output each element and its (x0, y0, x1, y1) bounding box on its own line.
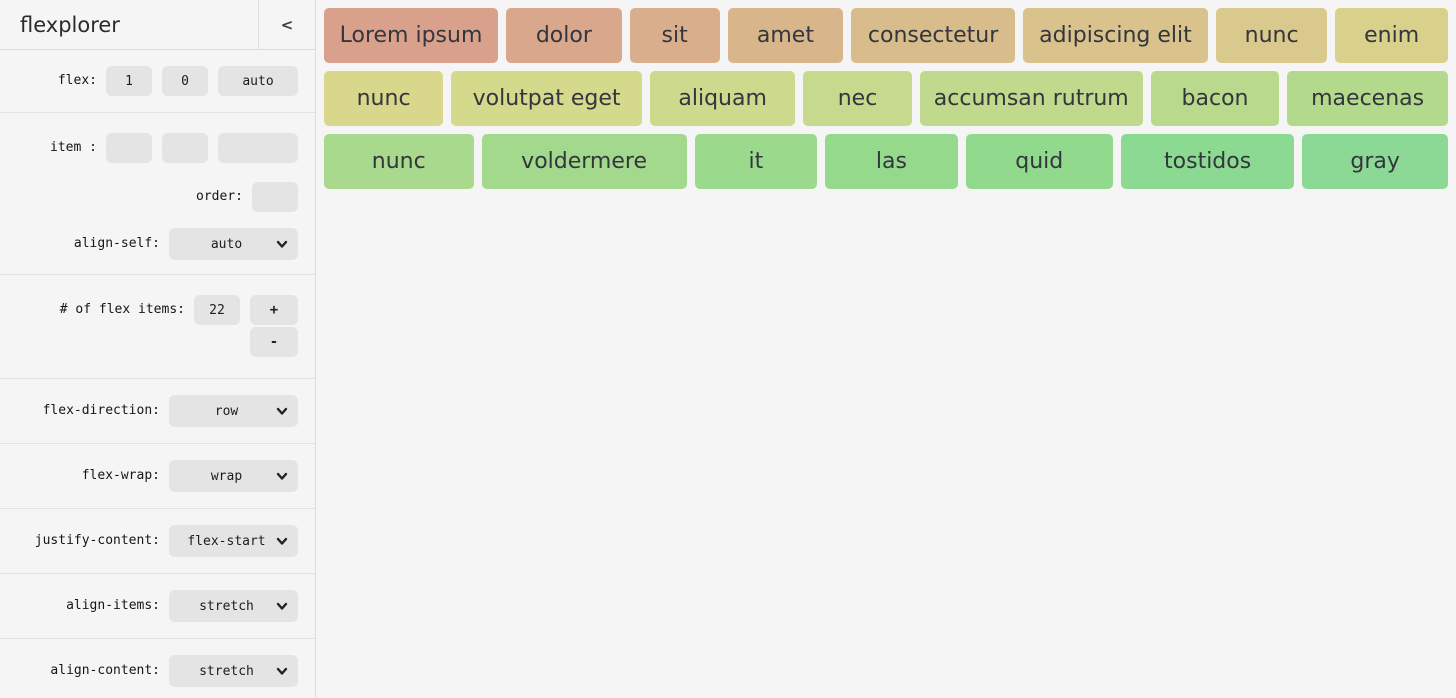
flex-count-label: # of flex items: (59, 302, 185, 317)
flex-wrap-section: flex-wrap: wrap (0, 444, 315, 509)
flex-label: flex: (57, 73, 97, 88)
flex-count-section: # of flex items: + - (0, 275, 315, 379)
align-items-section: align-items: stretch (0, 574, 315, 639)
flex-item[interactable]: bacon (1150, 71, 1280, 126)
justify-content-label: justify-content: (34, 533, 160, 548)
flex-shrink-input[interactable] (162, 66, 208, 96)
flex-direction-label: flex-direction: (42, 403, 160, 418)
flex-item[interactable]: volutpat eget (451, 71, 642, 126)
justify-content-section: justify-content: flex-start (0, 509, 315, 574)
app-title: flexplorer (20, 12, 120, 37)
align-content-value: stretch (199, 663, 254, 679)
sidebar: flexplorer < flex: item : order: align-s… (0, 0, 316, 698)
count-stepper: + - (250, 295, 298, 357)
order-label: order: (196, 189, 243, 204)
flex-item[interactable]: amet (727, 8, 844, 63)
flex-wrap-value: wrap (210, 468, 243, 484)
chevron-down-icon (276, 472, 288, 480)
align-content-select[interactable]: stretch (169, 655, 298, 687)
chevron-down-icon (276, 407, 288, 415)
flex-item[interactable]: nunc (1216, 8, 1328, 63)
item-flex-basis-input[interactable] (218, 133, 298, 163)
flex-item[interactable]: voldermere (481, 134, 687, 189)
flex-item[interactable]: maecenas (1287, 71, 1448, 126)
flex-direction-value: row (214, 403, 239, 419)
align-items-label: align-items: (66, 598, 160, 613)
increment-button[interactable]: + (250, 295, 298, 325)
chevron-down-icon (276, 667, 288, 675)
flex-item[interactable]: aliquam (649, 71, 796, 126)
align-items-select[interactable]: stretch (169, 590, 298, 622)
item-section: item : order: align-self: auto (0, 113, 315, 275)
chevron-down-icon (276, 602, 288, 610)
chevron-left-icon: < (280, 15, 294, 34)
align-self-value: auto (210, 236, 243, 252)
flex-direction-section: flex-direction: row (0, 379, 315, 444)
justify-content-select[interactable]: flex-start (169, 525, 298, 557)
flex-item[interactable]: adipiscing elit (1022, 8, 1208, 63)
item-label: item : (50, 140, 97, 155)
flex-item[interactable]: enim (1335, 8, 1449, 63)
flex-direction-select[interactable]: row (169, 395, 298, 427)
flex-item[interactable]: sit (629, 8, 720, 63)
chevron-down-icon (276, 537, 288, 545)
flex-basis-input[interactable] (218, 66, 298, 96)
flex-item[interactable]: las (825, 134, 958, 189)
flex-wrap-label: flex-wrap: (81, 468, 160, 483)
flex-item[interactable]: consectetur (851, 8, 1015, 63)
flex-item[interactable]: accumsan rutrum (919, 71, 1143, 126)
order-input[interactable] (252, 182, 298, 212)
decrement-button[interactable]: - (250, 327, 298, 357)
align-content-label: align-content: (50, 663, 160, 678)
flex-item[interactable]: Lorem ipsum (324, 8, 498, 63)
align-content-section: align-content: stretch (0, 639, 315, 698)
flex-item[interactable]: nunc (324, 71, 444, 126)
align-items-value: stretch (199, 598, 254, 614)
sidebar-collapse-button[interactable]: < (258, 0, 315, 49)
flex-section: flex: (0, 50, 315, 113)
flex-item[interactable]: dolor (506, 8, 622, 63)
flex-item[interactable]: tostidos (1120, 134, 1295, 189)
item-flex-shrink-input[interactable] (162, 133, 208, 163)
flex-item[interactable]: nec (803, 71, 912, 126)
flex-grow-input[interactable] (106, 66, 152, 96)
align-self-select[interactable]: auto (169, 228, 298, 260)
align-self-label: align-self: (73, 236, 160, 251)
sidebar-header: flexplorer < (0, 0, 315, 50)
flex-item[interactable]: nunc (324, 134, 474, 189)
item-flex-grow-input[interactable] (106, 133, 152, 163)
flex-item[interactable]: it (694, 134, 818, 189)
flex-count-input[interactable] (194, 295, 240, 325)
flex-item[interactable]: quid (965, 134, 1113, 189)
flex-item[interactable]: gray (1302, 134, 1448, 189)
flex-wrap-select[interactable]: wrap (169, 460, 298, 492)
justify-content-value: flex-start (187, 533, 266, 549)
chevron-down-icon (276, 240, 288, 248)
